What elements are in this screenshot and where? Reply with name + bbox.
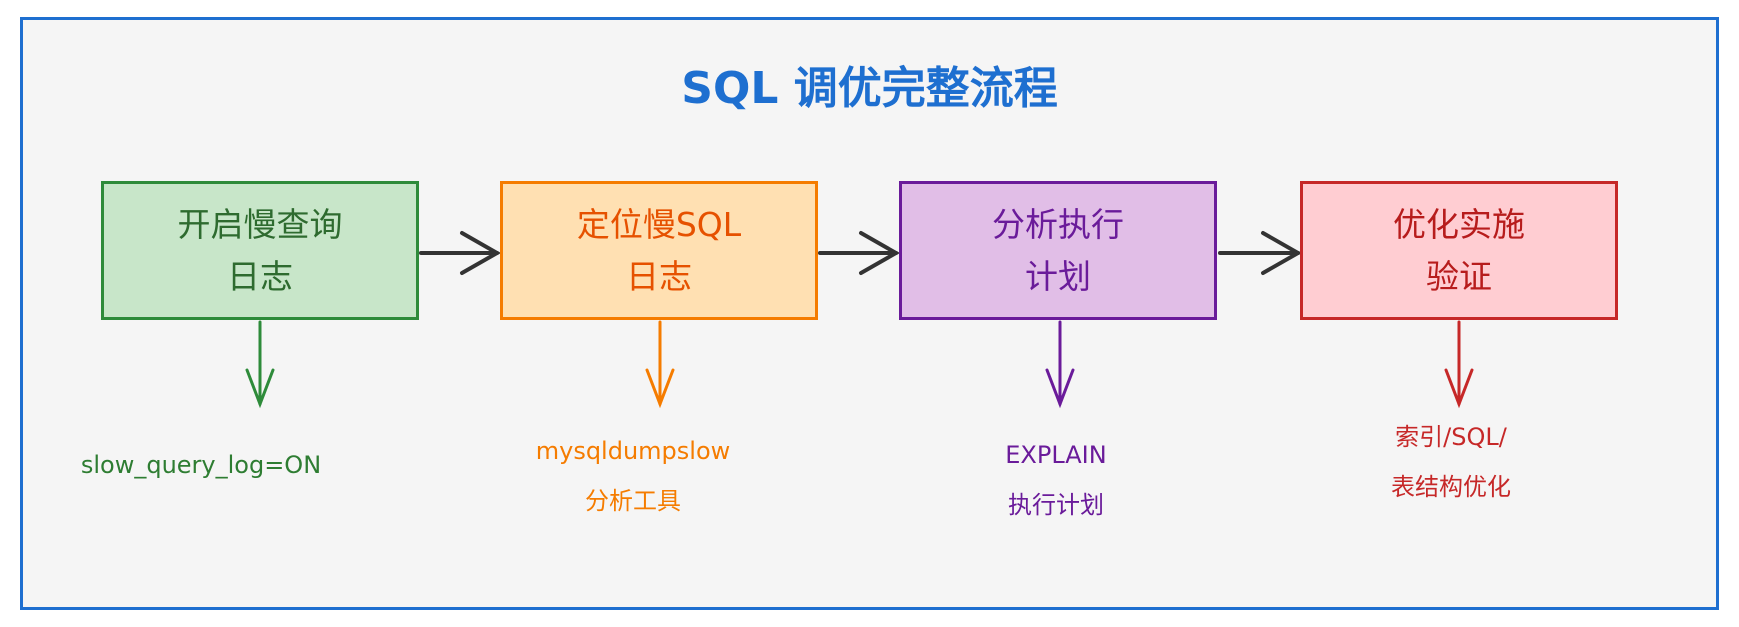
step-optimize-verify: 优化实施 验证 (1300, 181, 1618, 320)
note-optimization: 索引/SQL/ 表结构优化 (1291, 412, 1611, 512)
note-line2: 表结构优化 (1391, 473, 1511, 501)
note-line1: EXPLAIN (1005, 441, 1107, 469)
diagram-title: SQL 调优完整流程 (681, 63, 1058, 114)
note-mysqldumpslow: mysqldumpslow 分析工具 (473, 426, 793, 526)
note-slow-log: slow_query_log=ON (41, 440, 361, 490)
note-line1: slow_query_log=ON (80, 451, 322, 479)
arrow-2-3 (818, 231, 901, 275)
down-arrow-2 (645, 320, 675, 409)
step-line1: 开启慢查询 (177, 204, 343, 244)
down-arrow-3 (1045, 320, 1075, 409)
note-line1: 索引/SQL/ (1395, 423, 1507, 451)
step-locate-slow-sql: 定位慢SQL 日志 (500, 181, 818, 320)
step-line2: 验证 (1426, 256, 1492, 296)
step-line2: 计划 (1025, 256, 1091, 296)
step-enable-slow-log: 开启慢查询 日志 (101, 181, 419, 320)
arrow-1-2 (419, 231, 502, 275)
step-line2: 日志 (227, 256, 293, 296)
step-line1: 定位慢SQL (576, 204, 742, 244)
note-line1: mysqldumpslow (535, 437, 731, 465)
step-line1: 分析执行 (992, 204, 1124, 244)
step-line1: 优化实施 (1393, 204, 1525, 244)
note-explain: EXPLAIN 执行计划 (896, 430, 1216, 530)
arrow-3-4 (1218, 231, 1303, 275)
step-line2: 日志 (626, 256, 692, 296)
note-line2: 分析工具 (585, 487, 681, 515)
step-analyze-plan: 分析执行 计划 (899, 181, 1217, 320)
down-arrow-1 (245, 320, 275, 409)
down-arrow-4 (1444, 320, 1474, 409)
note-line2: 执行计划 (1008, 491, 1104, 519)
